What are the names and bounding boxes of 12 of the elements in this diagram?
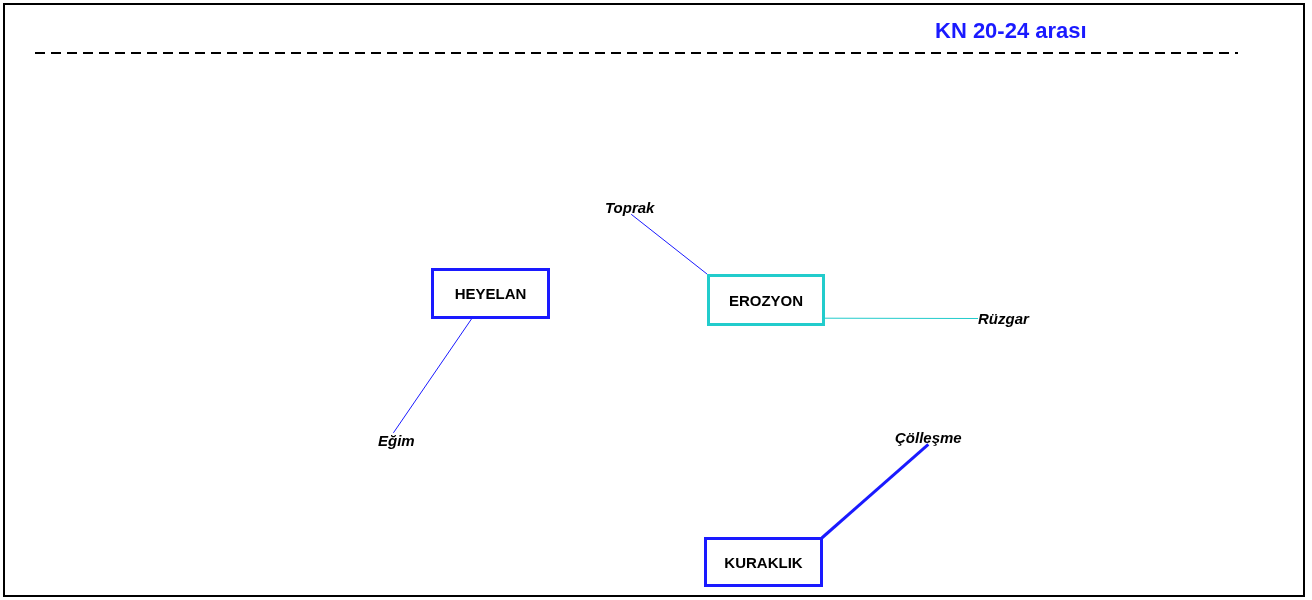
keyword-label: Toprak bbox=[605, 199, 655, 216]
keyword-label: Eğim bbox=[378, 432, 415, 449]
term-box: HEYELAN bbox=[431, 268, 550, 319]
keyword-label: Rüzgar bbox=[978, 310, 1029, 327]
title: KN 20-24 arası bbox=[935, 18, 1087, 44]
keyword-label: Çölleşme bbox=[895, 429, 962, 446]
connector-line bbox=[630, 213, 708, 275]
connector-line bbox=[824, 317, 979, 319]
term-box: KURAKLIK bbox=[704, 537, 823, 587]
connector-line bbox=[392, 318, 472, 434]
term-box: EROZYON bbox=[707, 274, 825, 326]
connector-line bbox=[820, 443, 930, 540]
